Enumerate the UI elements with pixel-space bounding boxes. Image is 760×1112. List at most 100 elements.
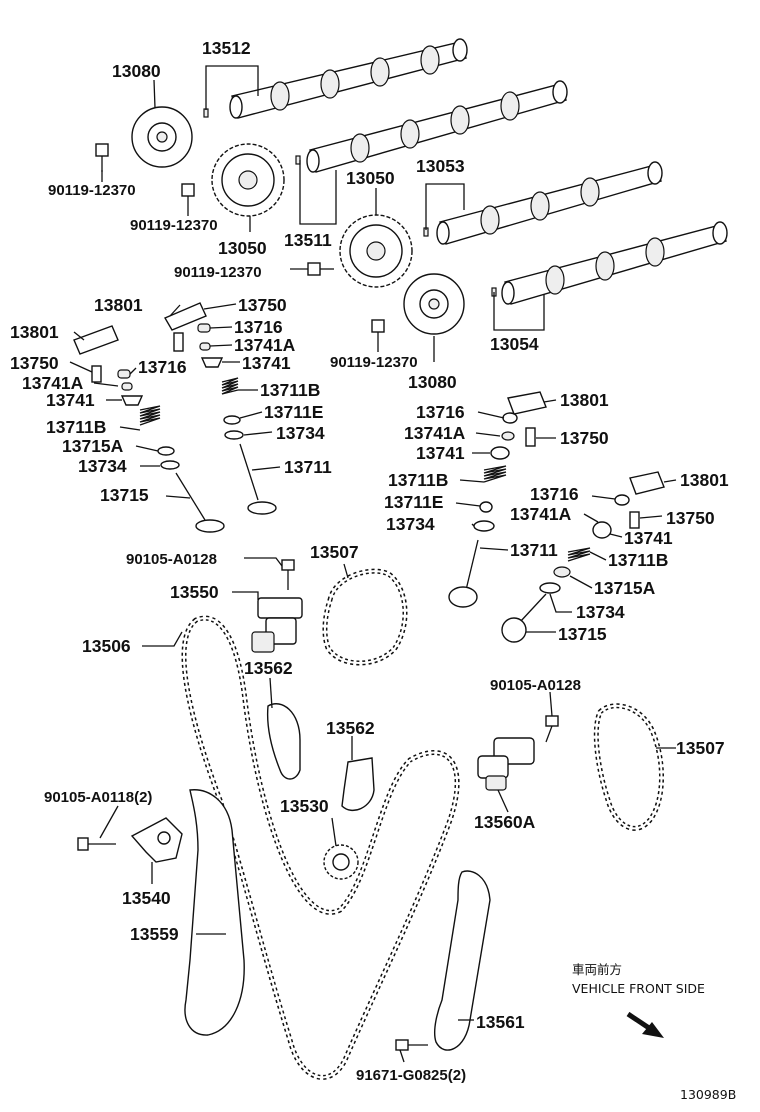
label-13750-c: 13750 <box>560 428 609 448</box>
valve-keeper-icon <box>117 323 211 391</box>
label-13801-d: 13801 <box>680 470 729 490</box>
label-13711E-a: 13711E <box>264 402 323 422</box>
label-13053: 13053 <box>416 156 465 176</box>
label-13716-a: 13716 <box>234 317 283 337</box>
label-13562-a: 13562 <box>244 658 293 678</box>
timing-chain-13507-top <box>322 568 408 666</box>
label-13711B-c: 13711B <box>388 470 448 490</box>
label-13711B-d: 13711B <box>608 550 668 570</box>
cam-sprocket-13050-mid <box>339 214 413 288</box>
label-90119-12370-b: 90119-12370 <box>130 217 218 234</box>
label-13801-c: 13801 <box>560 390 609 410</box>
camshaft-13054 <box>501 221 728 305</box>
label-13716-d: 13716 <box>530 484 579 504</box>
label-13050-mid: 13050 <box>346 168 395 188</box>
direction-note-japanese: 車両前方 <box>572 962 622 977</box>
label-13561: 13561 <box>476 1012 525 1032</box>
label-13711B-b: 13711B <box>46 417 106 437</box>
valve-spring-icon <box>139 377 239 426</box>
label-13716-b: 13716 <box>138 357 187 377</box>
label-13530: 13530 <box>280 796 329 816</box>
label-13741A-b: 13741A <box>22 373 84 393</box>
label-90105-A0128-b: 90105-A0128 <box>490 677 581 694</box>
chain-tensioner-13560A <box>477 737 535 791</box>
cam-sprocket-13050-left <box>211 143 285 217</box>
label-13741A-a: 13741A <box>234 335 296 355</box>
chain-tensioner-13550 <box>251 597 303 653</box>
timing-chain-13506 <box>181 615 460 1080</box>
chain-guide-13561 <box>433 870 491 1051</box>
label-13741A-c: 13741A <box>404 423 466 443</box>
bolt-icon <box>95 143 109 172</box>
label-13741-d: 13741 <box>624 528 673 548</box>
label-13741-b: 13741 <box>46 390 95 410</box>
valve-retainer-icon <box>120 357 224 406</box>
label-13054: 13054 <box>490 334 539 354</box>
leader-lines <box>69 65 677 1063</box>
label-13750-d: 13750 <box>666 508 715 528</box>
cam-timing-gear-13080-top <box>131 106 193 168</box>
bolt-icon <box>281 559 295 590</box>
label-90105-A0128-a: 90105-A0128 <box>126 551 217 568</box>
label-13559: 13559 <box>130 924 179 944</box>
label-90105-A0118: 90105-A0118(2) <box>44 789 152 806</box>
label-13562-b: 13562 <box>326 718 375 738</box>
label-13715-d: 13715 <box>558 624 607 644</box>
rocker-arm-13801-b <box>73 325 119 355</box>
label-13734-d: 13734 <box>576 602 625 622</box>
label-13711B-a: 13711B <box>260 380 320 400</box>
label-13734-b: 13734 <box>78 456 127 476</box>
camshaft-13511 <box>306 80 568 173</box>
bolt-icon <box>307 262 334 276</box>
label-13711-c: 13711 <box>510 540 558 560</box>
label-13512: 13512 <box>202 38 251 58</box>
crank-sprocket-13530 <box>323 844 359 880</box>
valve-components-right <box>448 412 536 608</box>
label-13050-left: 13050 <box>218 238 267 258</box>
chain-guide-13559 <box>184 789 245 1036</box>
rocker-arm-13801-d <box>629 471 665 495</box>
bolt-icon <box>181 183 195 210</box>
bolt-icon <box>395 1039 428 1051</box>
label-13734-c: 13734 <box>386 514 435 534</box>
label-13080-top: 13080 <box>112 61 161 81</box>
label-90119-12370-d: 90119-12370 <box>330 354 418 371</box>
valve-13711-left <box>239 443 277 515</box>
label-13506: 13506 <box>82 636 131 656</box>
label-13507-b: 13507 <box>676 738 725 758</box>
bolt-icon <box>545 715 559 743</box>
tensioner-arm-13540 <box>130 817 183 863</box>
direction-arrow-icon <box>626 1011 664 1038</box>
label-13511: 13511 <box>284 230 332 250</box>
camshaft-13053 <box>436 161 663 245</box>
label-13715-b: 13715 <box>100 485 149 505</box>
label-13540: 13540 <box>122 888 171 908</box>
label-13711E-c: 13711E <box>384 492 443 512</box>
valve-13715-left <box>175 472 225 533</box>
rocker-arm-13801-a <box>163 302 207 331</box>
chain-slipper-13562-a <box>266 703 301 780</box>
label-13801-b: 13801 <box>10 322 59 342</box>
label-91671-G0825: 91671-G0825(2) <box>356 1067 466 1084</box>
label-13741-c: 13741 <box>416 443 465 463</box>
label-13711-a: 13711 <box>284 457 332 477</box>
valve-seal-icon <box>157 415 244 470</box>
valve-components-right-2 <box>501 494 640 643</box>
label-90119-12370-c: 90119-12370 <box>174 264 262 281</box>
label-13801-a: 13801 <box>94 295 143 315</box>
label-13750-a: 13750 <box>238 295 287 315</box>
label-13550: 13550 <box>170 582 219 602</box>
lash-adjuster-icon <box>91 332 184 383</box>
timing-chain-13507-right <box>593 703 664 831</box>
label-13715A-d: 13715A <box>594 578 656 598</box>
label-13507-a: 13507 <box>310 542 359 562</box>
label-90119-12370-a: 90119-12370 <box>48 182 136 199</box>
direction-note-english: VEHICLE FRONT SIDE <box>572 981 705 996</box>
label-13716-c: 13716 <box>416 402 465 422</box>
bolt-icon <box>371 319 385 348</box>
label-13741-a: 13741 <box>242 353 291 373</box>
figure-id: 130989B <box>680 1087 736 1102</box>
label-13560A: 13560A <box>474 812 536 832</box>
